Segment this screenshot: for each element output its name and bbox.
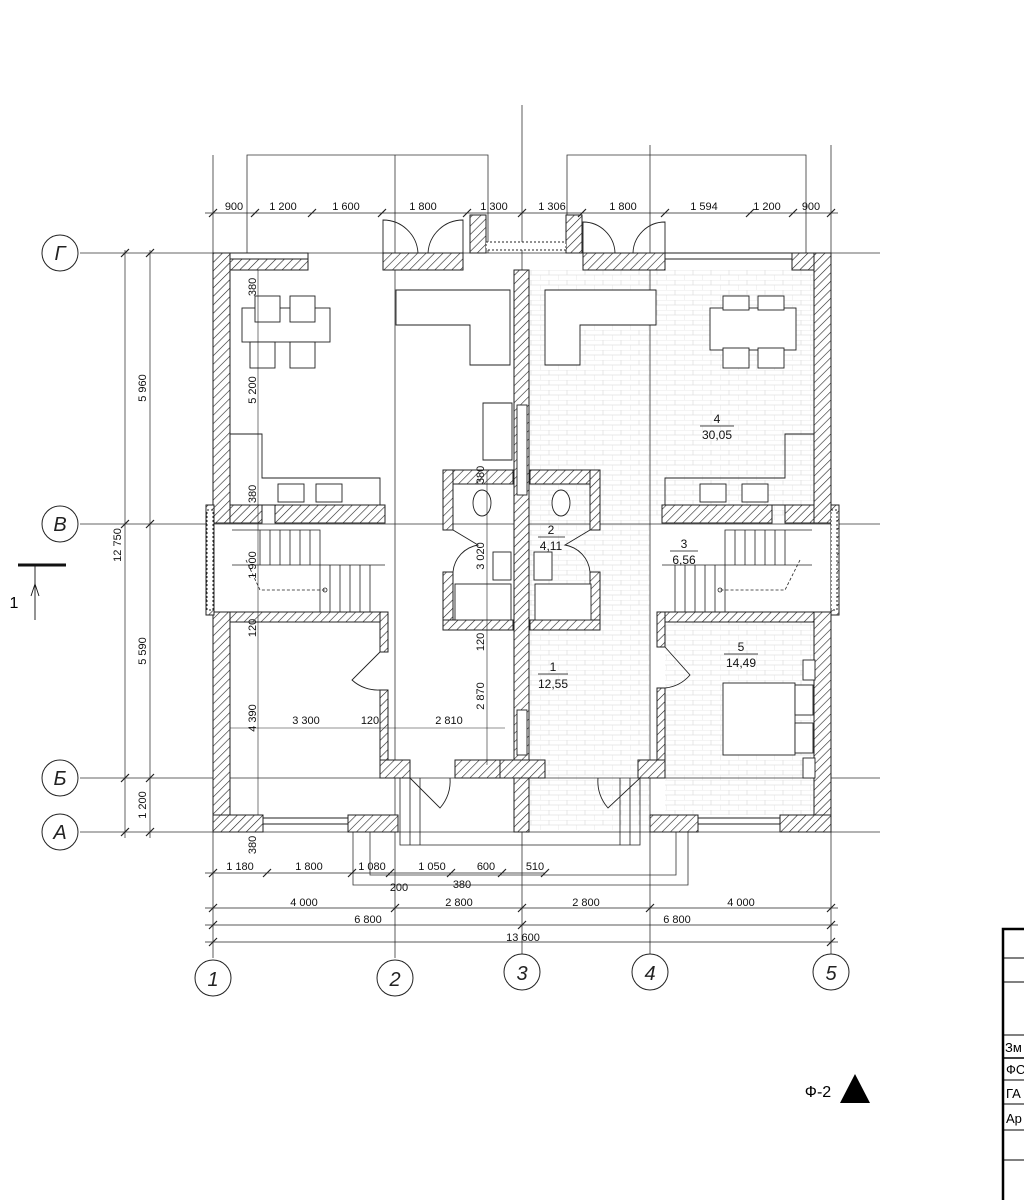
axis-label-2: 2 bbox=[388, 969, 400, 991]
dim-top: 1 306 bbox=[538, 201, 566, 213]
dim-bottom: 2 800 bbox=[445, 897, 473, 909]
dim-interior: 120 bbox=[361, 715, 379, 727]
sheet-label: Ф-2 bbox=[805, 1084, 831, 1101]
dim-interior: 380 bbox=[247, 485, 259, 503]
dim-interior: 380 bbox=[475, 466, 487, 484]
dim-interior: 380 bbox=[247, 278, 259, 296]
dim-top: 900 bbox=[802, 201, 820, 213]
axis-bubbles-letters bbox=[41, 234, 79, 851]
title-block-cell: Зм bbox=[1005, 1040, 1022, 1055]
axis-label-a: А bbox=[52, 822, 66, 844]
dim-top: 1 800 bbox=[409, 201, 437, 213]
staircase-right bbox=[662, 529, 812, 612]
room-label-4: 4 30,05 bbox=[700, 412, 734, 442]
room-area: 6,56 bbox=[672, 553, 696, 567]
room-area: 12,55 bbox=[538, 677, 568, 691]
dim-top: 1 600 bbox=[332, 201, 360, 213]
room-number: 2 bbox=[548, 523, 555, 537]
dim-left: 1 200 bbox=[137, 791, 149, 819]
dim-interior: 4 390 bbox=[247, 704, 259, 732]
title-block-cell: ГА bbox=[1006, 1086, 1021, 1101]
dim-bottom: 1 800 bbox=[295, 861, 323, 873]
dim-top: 1 200 bbox=[269, 201, 297, 213]
dim-interior: 2 870 bbox=[475, 682, 487, 710]
title-block-cell: ФС bbox=[1006, 1062, 1024, 1077]
windows bbox=[206, 241, 838, 825]
room-area: 30,05 bbox=[702, 428, 732, 442]
interior-walls bbox=[229, 469, 815, 779]
dim-interior: 2 810 bbox=[435, 715, 463, 727]
furniture bbox=[229, 289, 816, 779]
dim-top: 1 800 bbox=[609, 201, 637, 213]
dim-bottom: 6 800 bbox=[663, 914, 691, 926]
axis-label-4: 4 bbox=[644, 963, 655, 985]
staircase-left bbox=[232, 529, 385, 612]
dim-left: 5 590 bbox=[137, 637, 149, 665]
room-number: 3 bbox=[681, 537, 688, 551]
dim-left: 5 960 bbox=[137, 374, 149, 402]
axis-label-b: Б bbox=[53, 768, 66, 790]
axis-label-5: 5 bbox=[825, 963, 837, 985]
dim-bottom: 510 bbox=[526, 861, 544, 873]
section-marker bbox=[18, 563, 66, 620]
dim-bottom: 200 bbox=[390, 882, 408, 894]
dim-bottom-total: 13 600 bbox=[506, 932, 540, 944]
dim-bottom: 6 800 bbox=[354, 914, 382, 926]
dim-bottom: 2 800 bbox=[572, 897, 600, 909]
axis-bubbles-numbers bbox=[194, 953, 850, 997]
axis-label-v: В bbox=[53, 514, 66, 536]
doors bbox=[351, 219, 691, 809]
dim-left-total: 12 750 bbox=[112, 528, 124, 562]
dim-bottom: 1 050 bbox=[418, 861, 446, 873]
room-number: 1 bbox=[550, 660, 557, 674]
room-label-2: 2 4,11 bbox=[538, 523, 565, 553]
interior-dimension-lines bbox=[230, 270, 505, 815]
dim-interior: 380 bbox=[247, 836, 259, 854]
porch-steps bbox=[399, 778, 641, 846]
dim-bottom: 380 bbox=[453, 879, 471, 891]
room-label-5: 5 14,49 bbox=[724, 640, 758, 670]
axis-label-1: 1 bbox=[207, 969, 218, 991]
dim-top: 1 300 bbox=[480, 201, 508, 213]
dim-top: 1 594 bbox=[690, 201, 718, 213]
dim-top: 1 200 bbox=[753, 201, 781, 213]
dim-top: 900 bbox=[225, 201, 243, 213]
title-block-cell: Ар bbox=[1006, 1111, 1022, 1126]
north-triangle-icon bbox=[840, 1074, 870, 1103]
dim-interior: 3 020 bbox=[475, 542, 487, 570]
dim-bottom: 4 000 bbox=[290, 897, 318, 909]
dim-bottom: 600 bbox=[477, 861, 495, 873]
room-label-1: 1 12,55 bbox=[538, 660, 568, 691]
axis-label-g: Г bbox=[55, 243, 68, 265]
dim-bottom: 1 080 bbox=[358, 861, 386, 873]
dim-interior: 120 bbox=[247, 619, 259, 637]
room-number: 5 bbox=[738, 640, 745, 654]
room-area: 14,49 bbox=[726, 656, 756, 670]
dim-bottom: 1 180 bbox=[226, 861, 254, 873]
room-label-3: 3 6,56 bbox=[670, 537, 698, 567]
axis-label-3: 3 bbox=[516, 963, 527, 985]
room-area: 4,11 bbox=[540, 539, 563, 553]
dim-interior: 120 bbox=[475, 633, 487, 651]
dim-interior: 3 300 bbox=[292, 715, 320, 727]
section-marker-label: 1 bbox=[10, 595, 19, 612]
room-number: 4 bbox=[714, 412, 721, 426]
dim-interior: 5 200 bbox=[247, 376, 259, 404]
dim-bottom: 4 000 bbox=[727, 897, 755, 909]
dimension-ticks bbox=[120, 208, 836, 947]
title-block bbox=[1001, 927, 1024, 1200]
dim-interior: 1 900 bbox=[247, 551, 259, 579]
